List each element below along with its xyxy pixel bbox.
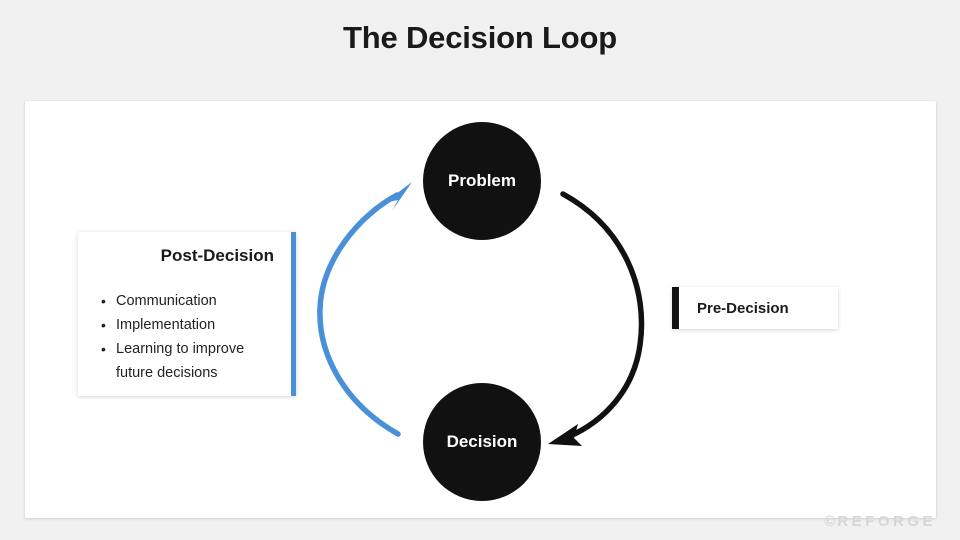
node-problem-label: Problem	[447, 171, 517, 190]
list-item: Communication	[101, 289, 279, 313]
list-item: Implementation	[101, 313, 279, 337]
card-post-decision-title: Post-Decision	[160, 246, 274, 265]
card-post-decision[interactable]: Post-Decision Communication Implementati…	[78, 232, 296, 396]
node-problem[interactable]: Problem	[423, 122, 541, 240]
card-post-decision-list: Communication Implementation Learning to…	[96, 289, 279, 385]
card-pre-decision[interactable]: Pre-Decision	[672, 287, 838, 329]
watermark-text: REFORGE	[837, 513, 936, 530]
list-item: Learning to improve future decisions	[101, 337, 279, 385]
card-pre-decision-title: Pre-Decision	[697, 299, 789, 317]
node-decision[interactable]: Decision	[423, 383, 541, 501]
page-title: The Decision Loop	[343, 20, 617, 55]
node-decision-label: Decision	[446, 432, 518, 451]
copyright-icon: ©	[824, 513, 838, 530]
reforge-watermark: ©REFORGE	[824, 513, 936, 530]
